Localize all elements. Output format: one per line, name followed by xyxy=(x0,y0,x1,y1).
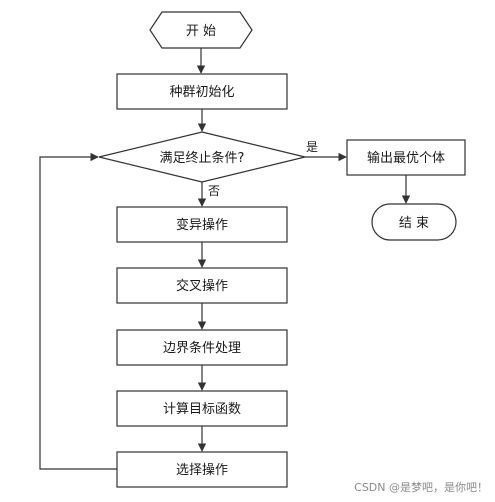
no-label: 否 xyxy=(208,184,220,198)
start-node: 开 始 xyxy=(149,11,253,49)
init-label: 种群初始化 xyxy=(169,85,234,100)
boundary-label: 边界条件处理 xyxy=(163,340,241,356)
crossover-node: 交叉操作 xyxy=(116,267,288,304)
arrow-loop-back xyxy=(39,152,117,470)
end-label: 结 束 xyxy=(399,216,429,231)
start-label: 开 始 xyxy=(186,24,216,39)
boundary-node: 边界条件处理 xyxy=(116,329,288,366)
fitness-node: 计算目标函数 xyxy=(116,390,288,427)
selection-node: 选择操作 xyxy=(116,451,288,488)
output-node: 输出最优个体 xyxy=(346,139,466,176)
decision-node: 满足终止条件? xyxy=(98,131,306,183)
mutation-label: 变异操作 xyxy=(176,217,228,233)
selection-label: 选择操作 xyxy=(176,462,228,478)
end-node: 结 束 xyxy=(371,203,457,241)
output-label: 输出最优个体 xyxy=(367,150,445,166)
yes-label: 是 xyxy=(306,140,318,154)
init-node: 种群初始化 xyxy=(116,73,288,110)
mutation-node: 变异操作 xyxy=(116,206,288,243)
decision-label: 满足终止条件? xyxy=(160,150,245,166)
watermark-text: CSDN @是梦吧，是你吧！ xyxy=(354,481,488,494)
fitness-label: 计算目标函数 xyxy=(163,402,241,417)
crossover-label: 交叉操作 xyxy=(176,278,228,294)
